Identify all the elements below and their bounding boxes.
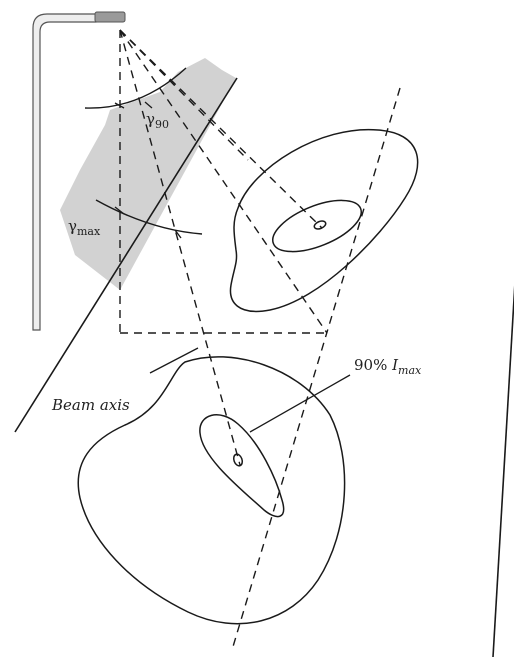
gamma-90-arc — [84, 67, 187, 109]
angle-arcs — [84, 67, 203, 235]
beam-axis-line — [119, 29, 241, 466]
gamma-90-ray — [119, 29, 323, 229]
gamma-max-label: γmax — [68, 217, 101, 238]
upper-core-contour — [313, 220, 327, 230]
plane-edge-left — [14, 77, 238, 433]
upper-projection-line — [119, 29, 249, 161]
beam-axis-label: Beam axis — [51, 396, 130, 414]
shaded-region — [60, 58, 236, 290]
lower-inner-contour — [199, 414, 285, 518]
leader-lines — [149, 347, 351, 433]
upper-inner-contour — [272, 199, 362, 253]
gamma-max-arc — [95, 199, 203, 235]
beam-axis-leader — [149, 347, 199, 374]
construction-lines — [119, 29, 401, 651]
arc-ticks — [114, 101, 182, 239]
plane-edge-right — [492, 285, 514, 657]
gamma-max-ray — [119, 29, 328, 334]
lower-outer-contour — [77, 356, 346, 625]
upper-outer-contour — [229, 128, 419, 313]
iso-90-label: 90% Imax — [354, 356, 422, 377]
iso-leader — [249, 374, 351, 433]
lower-core-contour — [232, 453, 244, 467]
luminaire-head — [94, 11, 126, 23]
gamma-90-label: γ90 — [146, 110, 169, 131]
lower-contours — [77, 356, 346, 625]
upper-contours — [229, 128, 419, 313]
